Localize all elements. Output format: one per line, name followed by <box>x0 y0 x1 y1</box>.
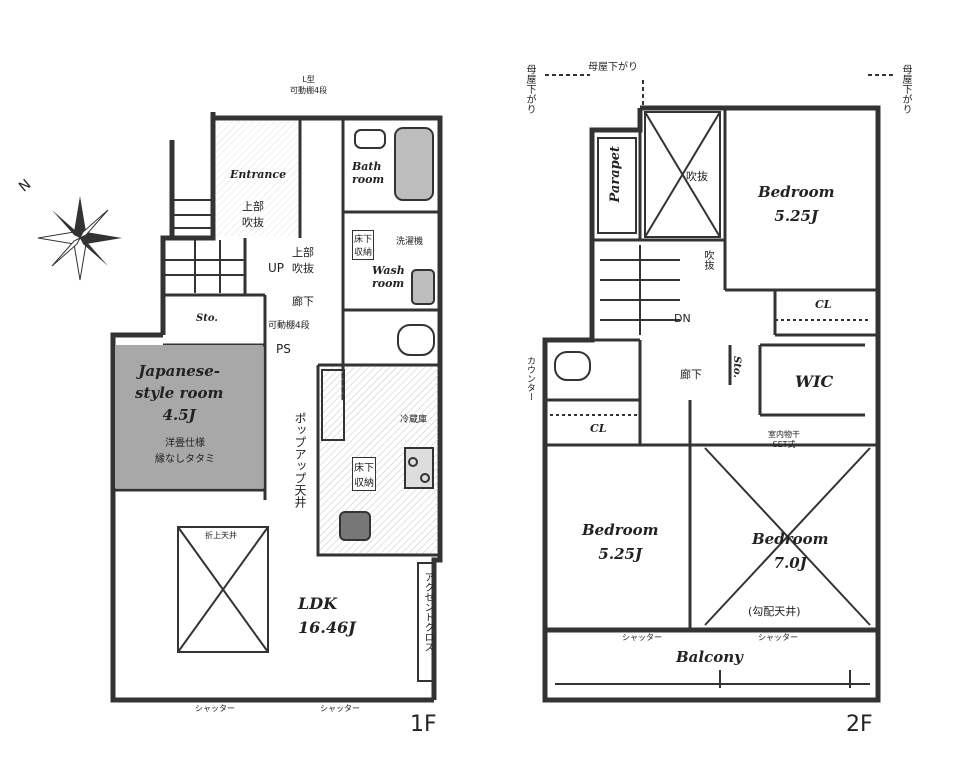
roof-slope-left-label: 母屋下がり <box>524 64 535 114</box>
bath-fixture <box>354 129 386 149</box>
shutter-label-2f-a: シャッター <box>622 633 662 642</box>
l-shelf-label: L型 可動棚4段 <box>290 75 328 95</box>
ceiling-cross <box>177 526 269 653</box>
void-top-label: 吹抜 <box>686 170 708 183</box>
japanese-room-label: Japanese- style room 4.5J <box>135 362 224 424</box>
entrance-label: Entrance <box>230 168 287 181</box>
washroom-label: Wash room <box>372 264 405 290</box>
fridge-label: 冷蔵庫 <box>400 415 428 425</box>
pipe-space-label: PS <box>276 342 291 356</box>
floor2-interior-walls <box>545 108 878 630</box>
roof-slope-right-label: 母屋下がり <box>900 64 911 114</box>
stairs-2f <box>600 245 680 335</box>
kitchen-sink <box>339 511 371 541</box>
sloped-ceiling-label: (勾配天井) <box>748 605 801 618</box>
balcony-label: Balcony <box>676 648 743 666</box>
void-cross <box>644 111 721 238</box>
popup-ceiling-box <box>321 369 345 441</box>
storage-label-2f: Sto. <box>731 356 742 378</box>
parapet-box <box>597 137 637 234</box>
shutter-label-1f-a: シャッター <box>195 704 235 713</box>
entrance-floor <box>215 120 298 236</box>
shutter-label-2f-b: シャッター <box>758 633 798 642</box>
indoor-dryer-label: 室内物干 SET式 <box>768 430 800 449</box>
hallway-label-1f: 廊下 <box>292 295 314 308</box>
compass-rose <box>37 196 122 281</box>
popup-ceiling-label: ポップアップ天井 <box>293 412 307 508</box>
entrance-void-label: 上部 吹抜 <box>242 200 264 229</box>
shutter-label-1f-b: シャッター <box>320 704 360 713</box>
closet-ne-label: CL <box>815 298 832 311</box>
stair-down-label: DN <box>674 312 691 325</box>
bathroom-label: Bath room <box>352 160 385 186</box>
japanese-room-note: 洋畳仕様 縁なしタタミ <box>155 438 215 465</box>
washbasin <box>411 269 435 305</box>
void-box <box>644 111 721 238</box>
counter-label: カウンター <box>525 356 535 401</box>
slope-cross <box>704 447 871 626</box>
burner <box>420 473 430 483</box>
parapet-label: Parapet <box>608 146 623 203</box>
coffered-ceiling-outline <box>177 526 269 653</box>
hall-shelf-label: 可動棚4段 <box>268 321 310 331</box>
hall-void-label: 上部 吹抜 <box>292 246 314 275</box>
coffered-ceiling-label: 折上天井 <box>205 531 237 540</box>
bedroom-sw-label: Bedroom 5.25J <box>582 521 659 563</box>
closet-sw-label: CL <box>590 422 607 435</box>
roof-slope-top-label: 母屋下がり <box>588 62 638 73</box>
accent-cloth-label: アクセントクロス <box>422 572 433 652</box>
bedroom-se-label: Bedroom 7.0J <box>752 530 829 572</box>
accent-wall <box>417 562 435 682</box>
toilet-2f <box>554 351 591 381</box>
floor-label-1f: 1F <box>410 712 437 737</box>
wic-label: WIC <box>795 372 834 391</box>
stair-up-label: UP <box>268 261 285 275</box>
bathtub <box>394 127 434 201</box>
storage-label-1f: Sto. <box>196 313 218 324</box>
stairs-1f <box>165 199 245 293</box>
ldk-label: LDK 16.46J <box>298 594 356 637</box>
hallway-label-2f: 廊下 <box>680 368 702 381</box>
toilet-1f <box>397 324 435 356</box>
kitchen-underfloor-label: 床下 収納 <box>352 457 376 491</box>
stove <box>404 447 434 489</box>
floor-label-2f: 2F <box>846 712 873 737</box>
washing-machine-label: 洗濯機 <box>396 237 424 247</box>
bedroom-ne-label: Bedroom 5.25J <box>758 183 835 225</box>
wash-underfloor-label: 床下 収納 <box>352 230 375 260</box>
japanese-room-tatami <box>115 345 263 488</box>
burner <box>408 457 418 467</box>
void-stair-label: 吹抜 <box>702 250 713 270</box>
